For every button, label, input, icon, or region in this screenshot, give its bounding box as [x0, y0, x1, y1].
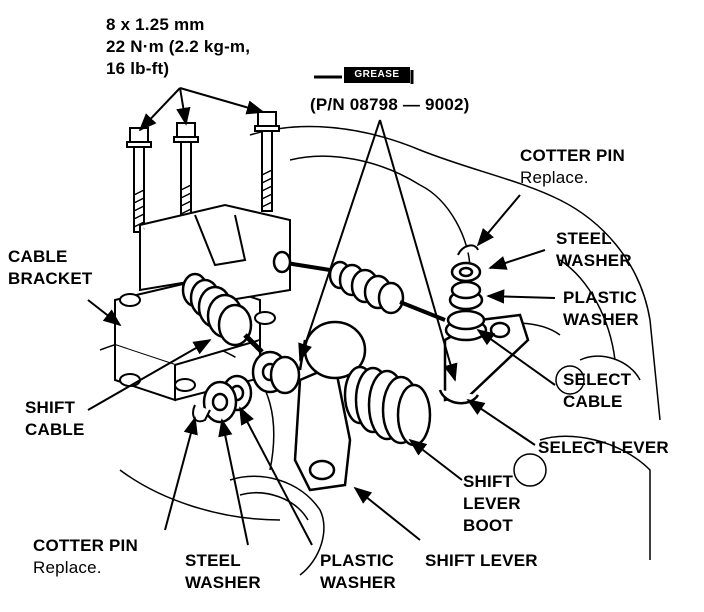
shift-cable-boot [181, 272, 264, 354]
steel-washer-bottom-label: STEEL WASHER [185, 550, 261, 594]
cotter-pin-top-label: COTTER PIN Replace. [520, 145, 625, 189]
cotter-pin-top-note: Replace. [520, 168, 589, 187]
select-lever-part [438, 244, 530, 405]
shift-lever-boot-line2: LEVER [463, 494, 521, 513]
shift-cable-label: SHIFT CABLE [25, 397, 85, 441]
select-cable-label: SELECT CABLE [563, 369, 631, 413]
torque-metric-text: 22 N·m (2.2 kg-m, [106, 37, 251, 56]
bolt-right [254, 111, 280, 212]
shift-cable-line2: CABLE [25, 420, 85, 439]
grease-badge: GREASE [344, 67, 410, 83]
cable-bracket-label: CABLE BRACKET [8, 246, 93, 290]
shift-lever-boot-part [343, 365, 432, 447]
plastic-washer-right-line2: WASHER [563, 310, 639, 329]
select-lever-label: SELECT LEVER [538, 438, 669, 457]
leader-lines [87, 87, 556, 546]
grease-symbol [314, 70, 414, 84]
plastic-washer-right-label: PLASTIC WASHER [563, 287, 639, 331]
cotter-pin-bottom-name: COTTER PIN [33, 536, 138, 555]
shift-lever-boot-line3: BOOT [463, 516, 513, 535]
steel-washer-right-line2: WASHER [556, 251, 632, 270]
shift-lever-label: SHIFT LEVER [425, 551, 538, 570]
torque-imperial-text: 16 lb-ft) [106, 59, 170, 78]
shift-cable-end-washers [192, 350, 301, 424]
steel-washer-bottom-line2: WASHER [185, 573, 261, 592]
bolt-size-text: 8 x 1.25 mm [106, 15, 205, 34]
cable-bracket-line2: BRACKET [8, 269, 93, 288]
bolt-left [126, 127, 152, 233]
select-cable-line1: SELECT [563, 370, 632, 389]
steel-washer-right-line1: STEEL [556, 229, 612, 248]
plastic-washer-right-line1: PLASTIC [563, 288, 638, 307]
shift-lever-part [293, 320, 367, 492]
shift-cable-line1: SHIFT [25, 398, 76, 417]
cotter-pin-bottom-note: Replace. [33, 558, 102, 577]
torque-spec-label: 8 x 1.25 mm 22 N·m (2.2 kg-m, 16 lb-ft) [106, 14, 250, 80]
shift-lever-boot-line1: SHIFT [463, 472, 514, 491]
cable-bracket-line1: CABLE [8, 247, 68, 266]
grease-part-number: (P/N 08798 — 9002) [310, 95, 470, 114]
plastic-washer-bottom-line1: PLASTIC [320, 551, 395, 570]
select-cable-line2: CABLE [563, 392, 623, 411]
select-cable-boot [272, 250, 446, 322]
cable-bracket-part [114, 203, 291, 402]
bolt-middle [173, 122, 199, 228]
steel-washer-bottom-line1: STEEL [185, 551, 241, 570]
cotter-pin-bottom-label: COTTER PIN Replace. [33, 535, 138, 579]
plastic-washer-bottom-line2: WASHER [320, 573, 396, 592]
cotter-pin-top-name: COTTER PIN [520, 146, 625, 165]
shift-lever-boot-label: SHIFT LEVER BOOT [463, 471, 521, 537]
steel-washer-right-label: STEEL WASHER [556, 228, 632, 272]
plastic-washer-bottom-label: PLASTIC WASHER [320, 550, 396, 594]
